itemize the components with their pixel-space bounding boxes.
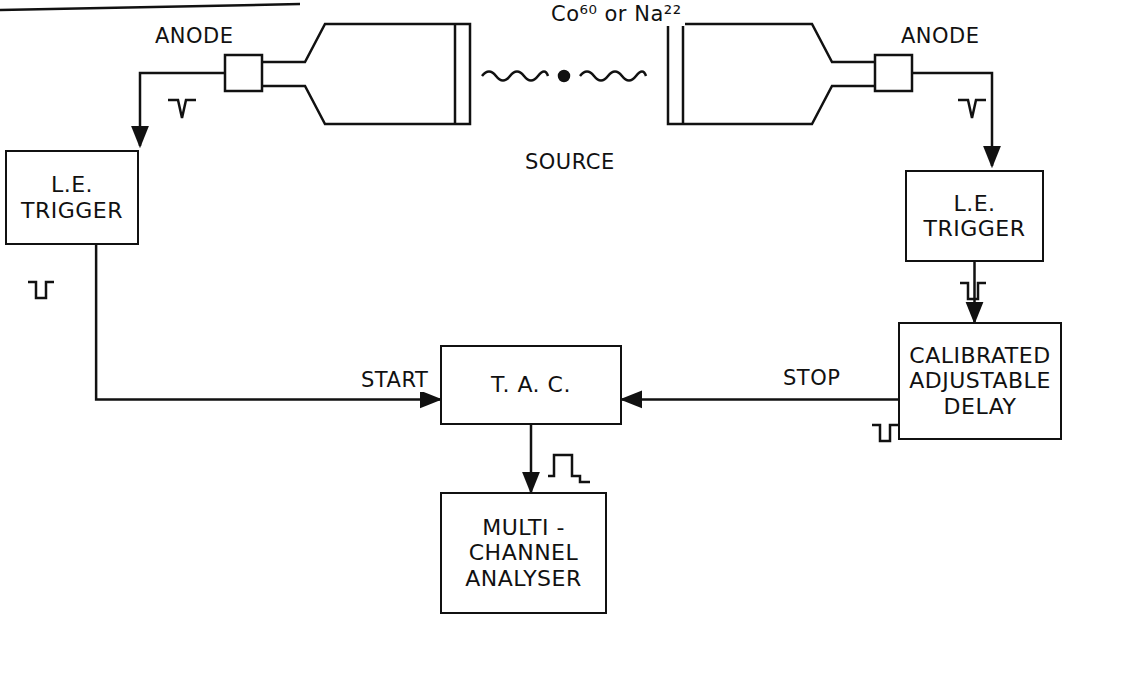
signal-line xyxy=(973,262,976,322)
box-label: L.E. TRIGGER xyxy=(915,191,1034,242)
logic-pulse xyxy=(28,282,54,298)
signal-line xyxy=(530,425,533,492)
analyser-box: MULTI - CHANNEL ANALYSER xyxy=(440,492,607,614)
anode-pulse xyxy=(958,100,986,118)
anode-lead xyxy=(140,73,225,146)
source-dot xyxy=(559,71,569,81)
trigger-box: L.E. TRIGGER xyxy=(5,150,139,245)
anode-label: ANODE xyxy=(152,24,237,48)
converter-box: T. A. C. xyxy=(440,345,622,425)
photomultiplier-right xyxy=(668,24,912,124)
photomultiplier-left xyxy=(225,24,470,124)
trigger-box: L.E. TRIGGER xyxy=(905,170,1044,262)
gamma-rays xyxy=(482,72,646,81)
source-isotope: Co⁶⁰ or Na²² xyxy=(548,2,685,26)
signal-name: STOP xyxy=(780,366,843,390)
signal-line xyxy=(622,398,898,401)
logic-pulse xyxy=(872,425,898,441)
box-label: CALIBRATED ADJUSTABLE DELAY xyxy=(908,343,1052,419)
signal-line xyxy=(96,245,440,399)
box-label: MULTI - CHANNEL ANALYSER xyxy=(450,515,597,591)
box-label: L.E. TRIGGER xyxy=(15,172,129,223)
box-label: T. A. C. xyxy=(491,372,571,397)
anode-label: ANODE xyxy=(898,24,983,48)
source-label: SOURCE xyxy=(522,150,618,174)
output-pulse xyxy=(548,455,590,482)
signal-name: START xyxy=(358,368,431,392)
logic-pulse xyxy=(960,283,986,299)
anode-pulse xyxy=(168,100,196,118)
delay-box: CALIBRATED ADJUSTABLE DELAY xyxy=(898,322,1062,440)
anode-lead xyxy=(912,73,992,166)
scan-edge-line xyxy=(0,4,300,10)
